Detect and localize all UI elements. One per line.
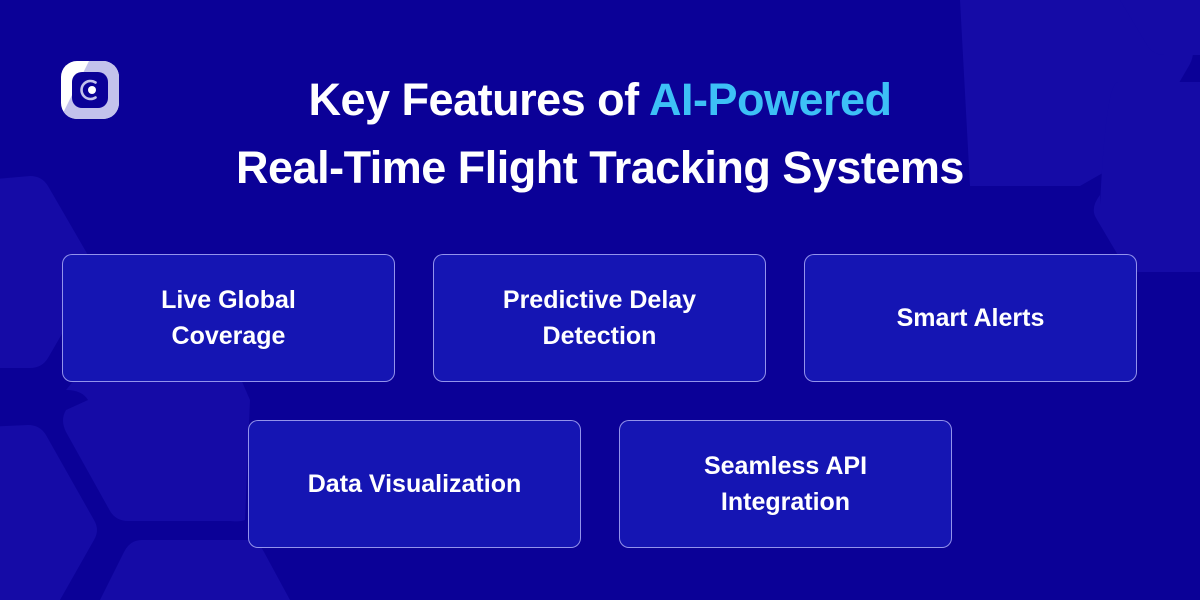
feature-card-data-visualization: Data Visualization <box>248 420 581 548</box>
page-title: Key Features of AI-Powered Real-Time Fli… <box>0 66 1200 202</box>
feature-card-seamless-api-integration: Seamless API Integration <box>619 420 952 548</box>
feature-label: Seamless API Integration <box>703 452 868 516</box>
feature-card-live-global-coverage: Live Global Coverage <box>62 254 395 382</box>
title-prefix: Key Features of <box>308 74 649 125</box>
title-line-2: Real-Time Flight Tracking Systems <box>236 142 964 193</box>
c-badge-logo-icon <box>61 61 119 119</box>
feature-label: Smart Alerts <box>896 304 1045 332</box>
title-accent: AI-Powered <box>648 74 892 125</box>
feature-card-predictive-delay-detection: Predictive Delay Detection <box>433 254 766 382</box>
feature-card-smart-alerts: Smart Alerts <box>804 254 1137 382</box>
feature-label: Predictive Delay Detection <box>502 286 697 350</box>
feature-label: Data Visualization <box>307 470 522 498</box>
title-line-1: Key Features of AI-Powered <box>0 66 1200 134</box>
feature-label: Live Global Coverage <box>161 286 296 350</box>
